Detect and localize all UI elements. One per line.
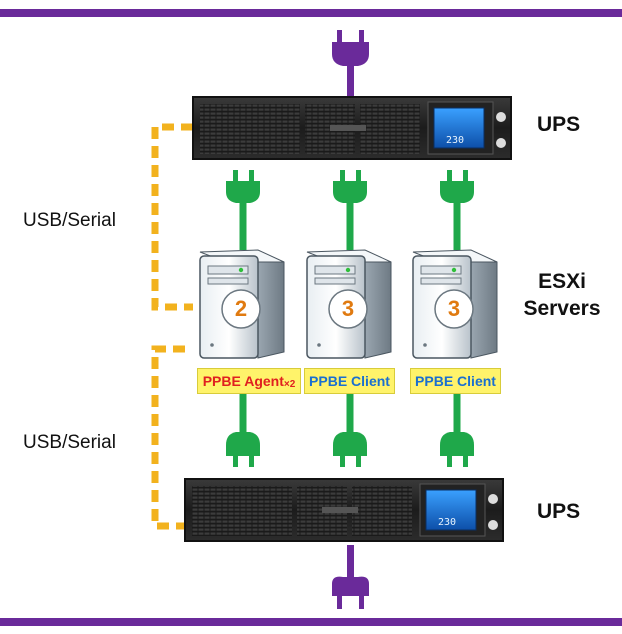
mains-plug-top-icon bbox=[332, 30, 369, 97]
ups-bottom-label: UPS bbox=[537, 500, 581, 523]
mains-plug-bottom-icon bbox=[332, 545, 369, 609]
ups-top-lcd-readout: 230 bbox=[446, 135, 464, 146]
bottom-border bbox=[0, 618, 622, 626]
esxi-server-2-icon bbox=[306, 249, 392, 359]
server-1-role: PPBE Agent bbox=[202, 373, 284, 389]
usb-cable-top bbox=[151, 123, 193, 311]
server-2-number: 3 bbox=[341, 296, 355, 321]
power-plug-bottom-2-icon bbox=[333, 394, 367, 467]
power-plug-top-1-icon bbox=[226, 170, 260, 250]
server-2-role-tag: PPBE Client bbox=[304, 368, 395, 394]
ups-top-label: UPS bbox=[537, 113, 581, 136]
ups-bottom-lcd-readout: 230 bbox=[438, 517, 456, 528]
server-3-number: 3 bbox=[447, 296, 461, 321]
power-plug-top-2-icon bbox=[333, 170, 367, 250]
esxi-label-line2: Servers bbox=[523, 297, 601, 320]
server-1-role-suffix: ×2 bbox=[283, 379, 296, 390]
esxi-label-line1: ESXi bbox=[538, 270, 586, 293]
power-plug-bottom-3-icon bbox=[440, 394, 474, 467]
esxi-servers-label: ESXi Servers bbox=[512, 268, 612, 322]
server-2-role: PPBE Client bbox=[309, 373, 390, 389]
power-plug-bottom-1-icon bbox=[226, 394, 260, 467]
server-1-role-tag: PPBE Agent×2 bbox=[197, 368, 301, 394]
server-3-role-tag: PPBE Client bbox=[410, 368, 501, 394]
top-border bbox=[0, 9, 622, 17]
power-plug-top-3-icon bbox=[440, 170, 474, 250]
ups-top: 230 bbox=[192, 96, 512, 160]
usb-cable-bottom bbox=[151, 345, 185, 530]
esxi-server-3-icon bbox=[412, 249, 498, 359]
ups-bottom: 230 bbox=[184, 478, 504, 542]
usb-serial-bottom-label: USB/Serial bbox=[23, 432, 116, 453]
server-1-number: 2 bbox=[234, 296, 248, 321]
usb-serial-top-label: USB/Serial bbox=[23, 210, 116, 231]
server-3-role: PPBE Client bbox=[415, 373, 496, 389]
esxi-server-1-icon bbox=[199, 249, 285, 359]
